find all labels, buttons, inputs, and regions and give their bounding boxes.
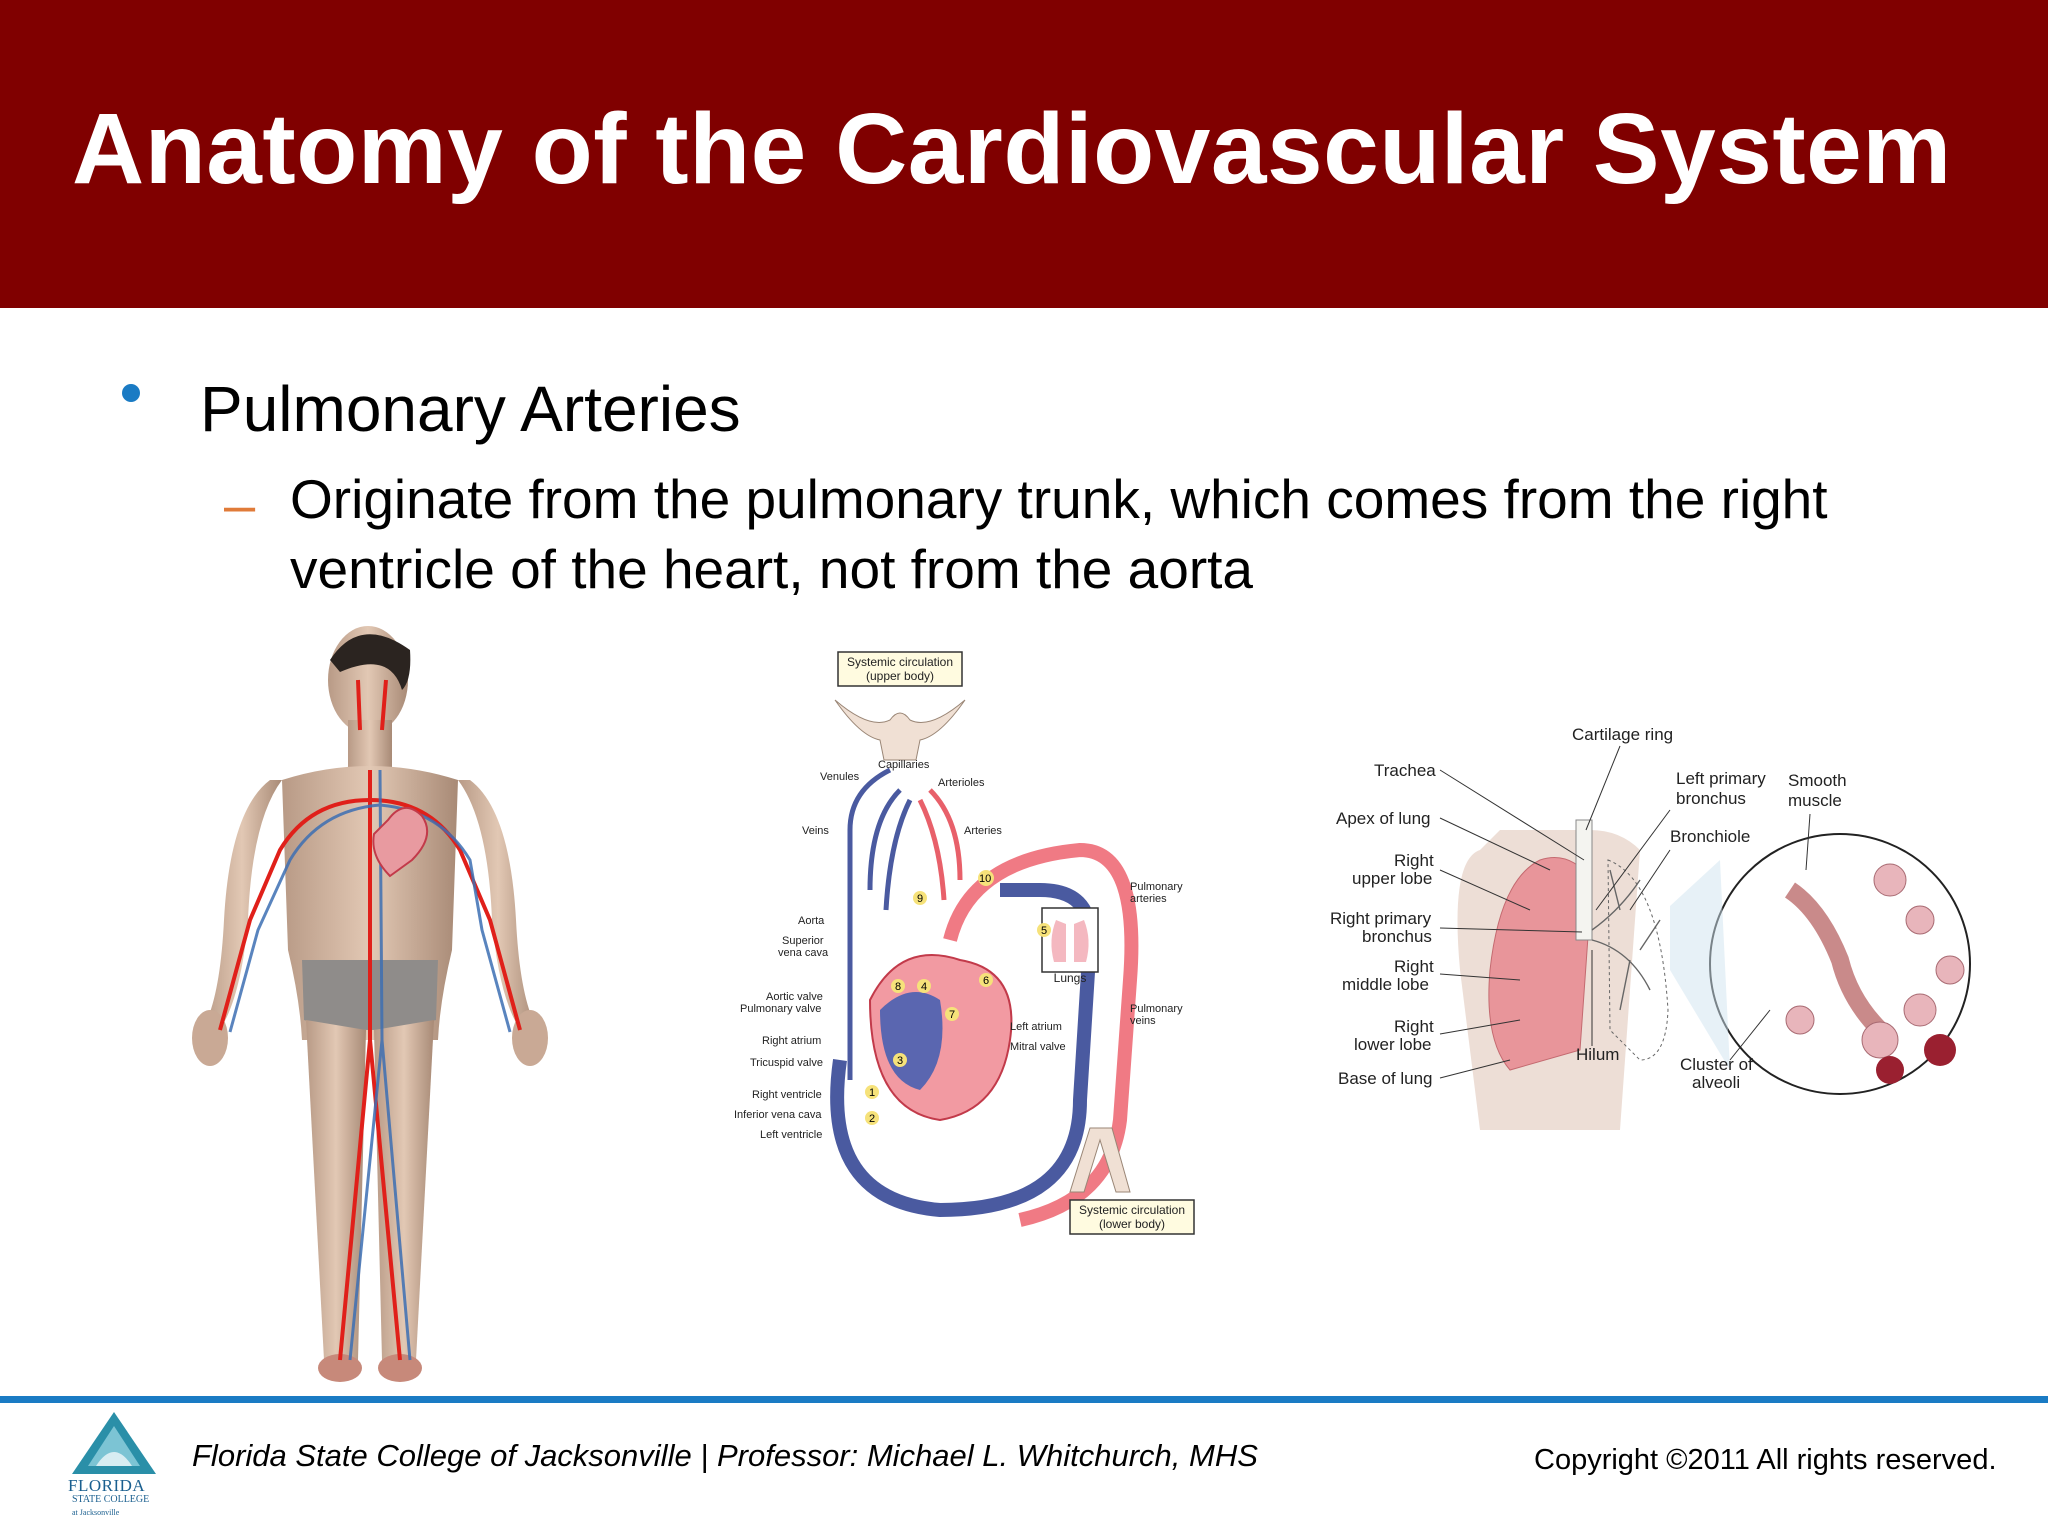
label-left-primary-bronchus-2: bronchus bbox=[1676, 789, 1746, 808]
label-tricuspid-valve: Tricuspid valve bbox=[750, 1057, 823, 1069]
lung-anatomy-diagram: Cartilage ring Trachea Left primary bron… bbox=[1320, 710, 2000, 1150]
label-right-middle-lobe-1: Right bbox=[1394, 957, 1434, 976]
sub-bullet-dash: – bbox=[224, 473, 256, 536]
label-svc-2: vena cava bbox=[778, 947, 829, 959]
label-apex-of-lung: Apex of lung bbox=[1336, 809, 1431, 828]
lower-box-line1: Systemic circulation bbox=[1079, 1203, 1185, 1217]
lower-body-box bbox=[1069, 1199, 1195, 1235]
label-cartilage-ring: Cartilage ring bbox=[1572, 725, 1673, 744]
label-veins: Veins bbox=[802, 825, 829, 837]
label-base-of-lung: Base of lung bbox=[1338, 1069, 1433, 1088]
label-pulmonary-arteries-2: arteries bbox=[1130, 893, 1167, 905]
upper-box-line2: (upper body) bbox=[866, 669, 934, 683]
svg-text:8: 8 bbox=[895, 981, 901, 993]
lung-diagram-svg: Cartilage ring Trachea Left primary bron… bbox=[1330, 725, 1971, 1130]
label-capillaries: Capillaries bbox=[878, 759, 930, 771]
svg-text:9: 9 bbox=[917, 893, 923, 905]
fscj-logo-icon bbox=[72, 1412, 156, 1474]
svg-text:1: 1 bbox=[869, 1087, 875, 1099]
footer-rule bbox=[0, 1396, 2048, 1403]
label-cluster-of-alveoli-1: Cluster of bbox=[1680, 1055, 1753, 1074]
label-ivc: Inferior vena cava bbox=[734, 1109, 822, 1121]
svg-text:6: 6 bbox=[983, 975, 989, 987]
label-pulmonary-valve: Pulmonary valve bbox=[740, 1003, 821, 1015]
label-svc-1: Superior bbox=[782, 935, 824, 947]
logo-text-florida: FLORIDA bbox=[68, 1476, 146, 1495]
label-venules: Venules bbox=[820, 771, 860, 783]
label-smooth-muscle-1: Smooth bbox=[1788, 771, 1847, 790]
lungs-label: Lungs bbox=[1054, 971, 1087, 985]
svg-text:2: 2 bbox=[869, 1113, 875, 1125]
label-right-middle-lobe-2: middle lobe bbox=[1342, 975, 1429, 994]
label-right-primary-bronchus-2: bronchus bbox=[1362, 927, 1432, 946]
bullet-dot bbox=[122, 384, 140, 402]
label-left-ventricle: Left ventricle bbox=[760, 1129, 822, 1141]
label-arterioles: Arterioles bbox=[938, 777, 985, 789]
upper-box-line1: Systemic circulation bbox=[847, 655, 953, 669]
label-right-lower-lobe-2: lower lobe bbox=[1354, 1035, 1432, 1054]
label-smooth-muscle-2: muscle bbox=[1788, 791, 1842, 810]
svg-text:7: 7 bbox=[949, 1009, 955, 1021]
title-bar bbox=[0, 0, 2048, 308]
footer-college-professor: Florida State College of Jacksonville | … bbox=[192, 1438, 1258, 1473]
circulation-diagram-svg: Systemic circulation (upper body) Lungs … bbox=[734, 651, 1195, 1235]
label-right-primary-bronchus-1: Right primary bbox=[1330, 909, 1432, 928]
label-right-ventricle: Right ventricle bbox=[752, 1089, 822, 1101]
label-right-lower-lobe-1: Right bbox=[1394, 1017, 1434, 1036]
label-pulmonary-veins-2: veins bbox=[1130, 1015, 1156, 1027]
label-hilum: Hilum bbox=[1576, 1045, 1619, 1064]
svg-text:5: 5 bbox=[1041, 925, 1047, 937]
bullet-pulmonary-arteries: Pulmonary Arteries bbox=[200, 373, 741, 445]
svg-text:3: 3 bbox=[897, 1055, 903, 1067]
body-circulation-figure bbox=[190, 620, 590, 1390]
label-aortic-valve: Aortic valve bbox=[766, 991, 823, 1003]
label-pulmonary-veins-1: Pulmonary bbox=[1130, 1003, 1183, 1015]
label-mitral-valve: Mitral valve bbox=[1010, 1041, 1066, 1053]
slide-title: Anatomy of the Cardiovascular System bbox=[72, 93, 1952, 205]
svg-text:10: 10 bbox=[979, 873, 991, 885]
logo-text-jacksonville: at Jacksonville bbox=[72, 1508, 120, 1517]
label-arteries: Arteries bbox=[964, 825, 1002, 837]
label-bronchiole: Bronchiole bbox=[1670, 827, 1750, 846]
label-trachea: Trachea bbox=[1374, 761, 1436, 780]
logo-text-state-college: STATE COLLEGE bbox=[72, 1494, 150, 1505]
body-illustration bbox=[192, 626, 548, 1382]
lungs-box bbox=[1041, 907, 1099, 973]
upper-body-box bbox=[837, 651, 963, 687]
label-left-primary-bronchus-1: Left primary bbox=[1676, 769, 1766, 788]
lower-box-line2: (lower body) bbox=[1099, 1217, 1165, 1231]
label-right-upper-lobe-1: Right bbox=[1394, 851, 1434, 870]
label-aorta: Aorta bbox=[798, 915, 825, 927]
svg-text:4: 4 bbox=[921, 981, 927, 993]
label-cluster-of-alveoli-2: alveoli bbox=[1692, 1073, 1740, 1092]
footer-copyright: Copyright ©2011 All rights reserved. bbox=[1534, 1444, 1997, 1476]
sub-bullet-text: Originate from the pulmonary trunk, whic… bbox=[290, 468, 1828, 600]
circulation-diagram: Systemic circulation (upper body) Lungs … bbox=[720, 640, 1200, 1240]
label-right-atrium: Right atrium bbox=[762, 1035, 821, 1047]
label-left-atrium: Left atrium bbox=[1010, 1021, 1062, 1033]
label-pulmonary-arteries-1: Pulmonary bbox=[1130, 881, 1183, 893]
label-right-upper-lobe-2: upper lobe bbox=[1352, 869, 1432, 888]
